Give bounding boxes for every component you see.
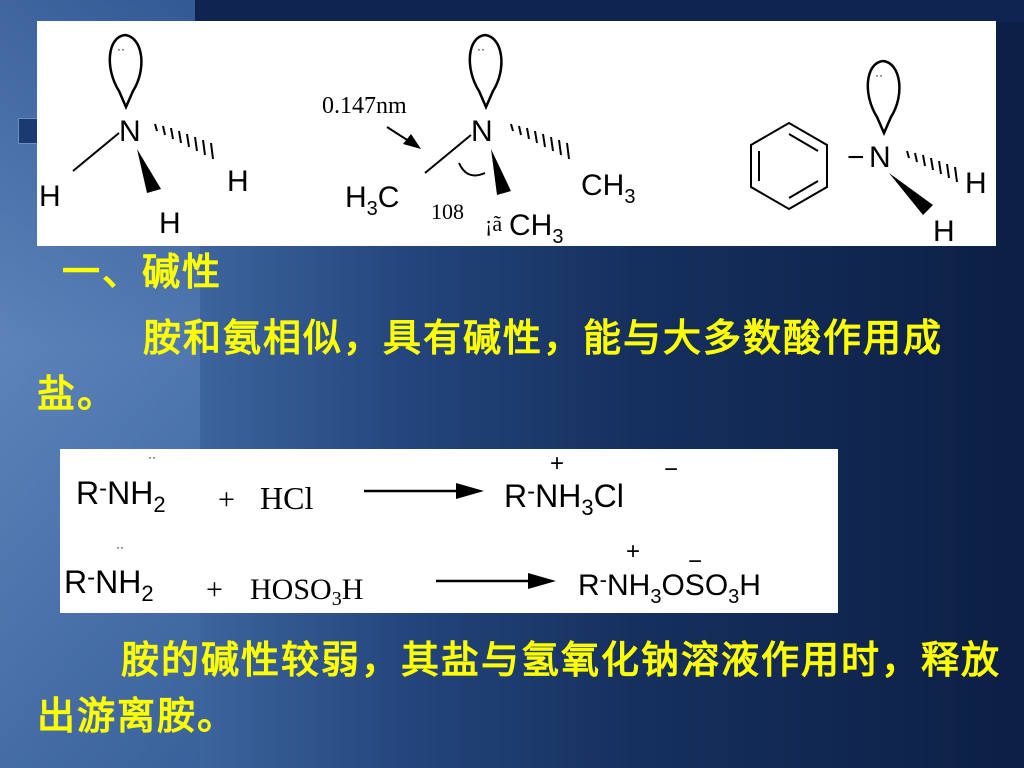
bond-length-label: 0.147nm (322, 93, 407, 119)
anion-charge: − (664, 456, 678, 483)
plus-sign: + (206, 573, 223, 606)
top-dark-band (195, 0, 1024, 22)
h-right-label: H (227, 165, 249, 198)
n-c-bond (424, 134, 472, 174)
wedge-bond (137, 149, 161, 193)
anion-charge: − (688, 548, 702, 575)
product-formula: R-NH3OSO3H (578, 567, 761, 608)
reaction-1: ·· R-NH2 + HCl + − R-NH3Cl (76, 450, 678, 520)
aniline-structure: ·· − N H H (750, 59, 987, 248)
h-right-label: H (965, 167, 987, 200)
pointer-arrowhead (403, 134, 421, 149)
wedge-bond (889, 173, 933, 215)
h-bottom-label: H (933, 215, 955, 246)
reactions-diagram: ·· R-NH2 + HCl + − R-NH3Cl ·· R-NH2 + HO… (64, 450, 761, 610)
ammonia-structure: ·· N H H H (39, 33, 249, 240)
bond-angle-arc (458, 162, 486, 177)
n-h-bond (72, 132, 120, 172)
reaction-arrowhead (456, 483, 484, 499)
structures-diagram: ·· N H H H ·· 0.147nm N (39, 33, 987, 248)
hashed-bond (906, 150, 958, 183)
nitrogen-label: N (869, 141, 891, 174)
ch3-right-label: CH3 (581, 169, 635, 208)
lone-pair-orbital (866, 59, 901, 137)
paragraph-basicity: 胺和氨相似，具有碱性，能与大多数酸作用成盐。 (37, 310, 987, 422)
reaction-2: ·· R-NH2 + HOSO3H + − R-NH3OSO3H (64, 538, 761, 610)
bond-dash: − (847, 141, 865, 174)
amine-formula: R-NH2 (64, 564, 154, 606)
wedge-bond (491, 149, 511, 195)
lone-pair-orbital (108, 33, 143, 111)
lone-pair-orbital (468, 33, 503, 111)
amine-formula: R-NH2 (76, 475, 166, 517)
lone-pair-dots: ·· (116, 540, 124, 554)
hashed-bond (154, 123, 214, 160)
lone-pair-dots: ·· (148, 450, 156, 464)
benzene-ring (750, 121, 828, 211)
hashed-bond (510, 123, 570, 160)
nitrogen-label: N (471, 115, 493, 148)
plus-sign: + (218, 483, 235, 516)
h-bottom-label: H (159, 207, 181, 240)
bond-angle-label: 108 (431, 199, 464, 224)
paragraph-basicity-text: 胺和氨相似，具有碱性，能与大多数酸作用成盐。 (37, 316, 944, 416)
reagent-formula: HCl (260, 480, 313, 516)
h3c-label: H3C (345, 181, 399, 220)
paragraph-weak-base-text: 胺的碱性较弱，其盐与氢氧化钠溶液作用时，释放出游离胺。 (37, 638, 1002, 738)
lone-pair-dots: ·· (875, 68, 883, 82)
product-formula: R-NH3Cl (504, 478, 624, 520)
lone-pair-dots: ·· (117, 42, 125, 56)
h-left-label: H (39, 180, 61, 213)
paragraph-weak-base: 胺的碱性较弱，其盐与氢氧化钠溶液作用时，释放出游离胺。 (37, 632, 1012, 744)
cation-charge: + (626, 538, 640, 565)
nitrogen-label: N (119, 115, 141, 148)
section-heading: 一、碱性 (62, 250, 223, 294)
reactions-panel: ·· R-NH2 + HCl + − R-NH3Cl ·· R-NH2 + HO… (60, 449, 838, 613)
degree-symbol: ¡ã (485, 211, 502, 236)
reagent-formula: HOSO3H (250, 573, 363, 610)
trimethylamine-structure: ·· 0.147nm N H3C 108 ¡ã CH3 CH3 (322, 33, 635, 248)
reaction-arrowhead (528, 573, 556, 589)
lone-pair-dots: ·· (477, 42, 485, 56)
structures-panel: ·· N H H H ·· 0.147nm N (37, 21, 996, 248)
cation-charge: + (550, 450, 564, 477)
ch3-bottom-label: CH3 (509, 209, 563, 246)
